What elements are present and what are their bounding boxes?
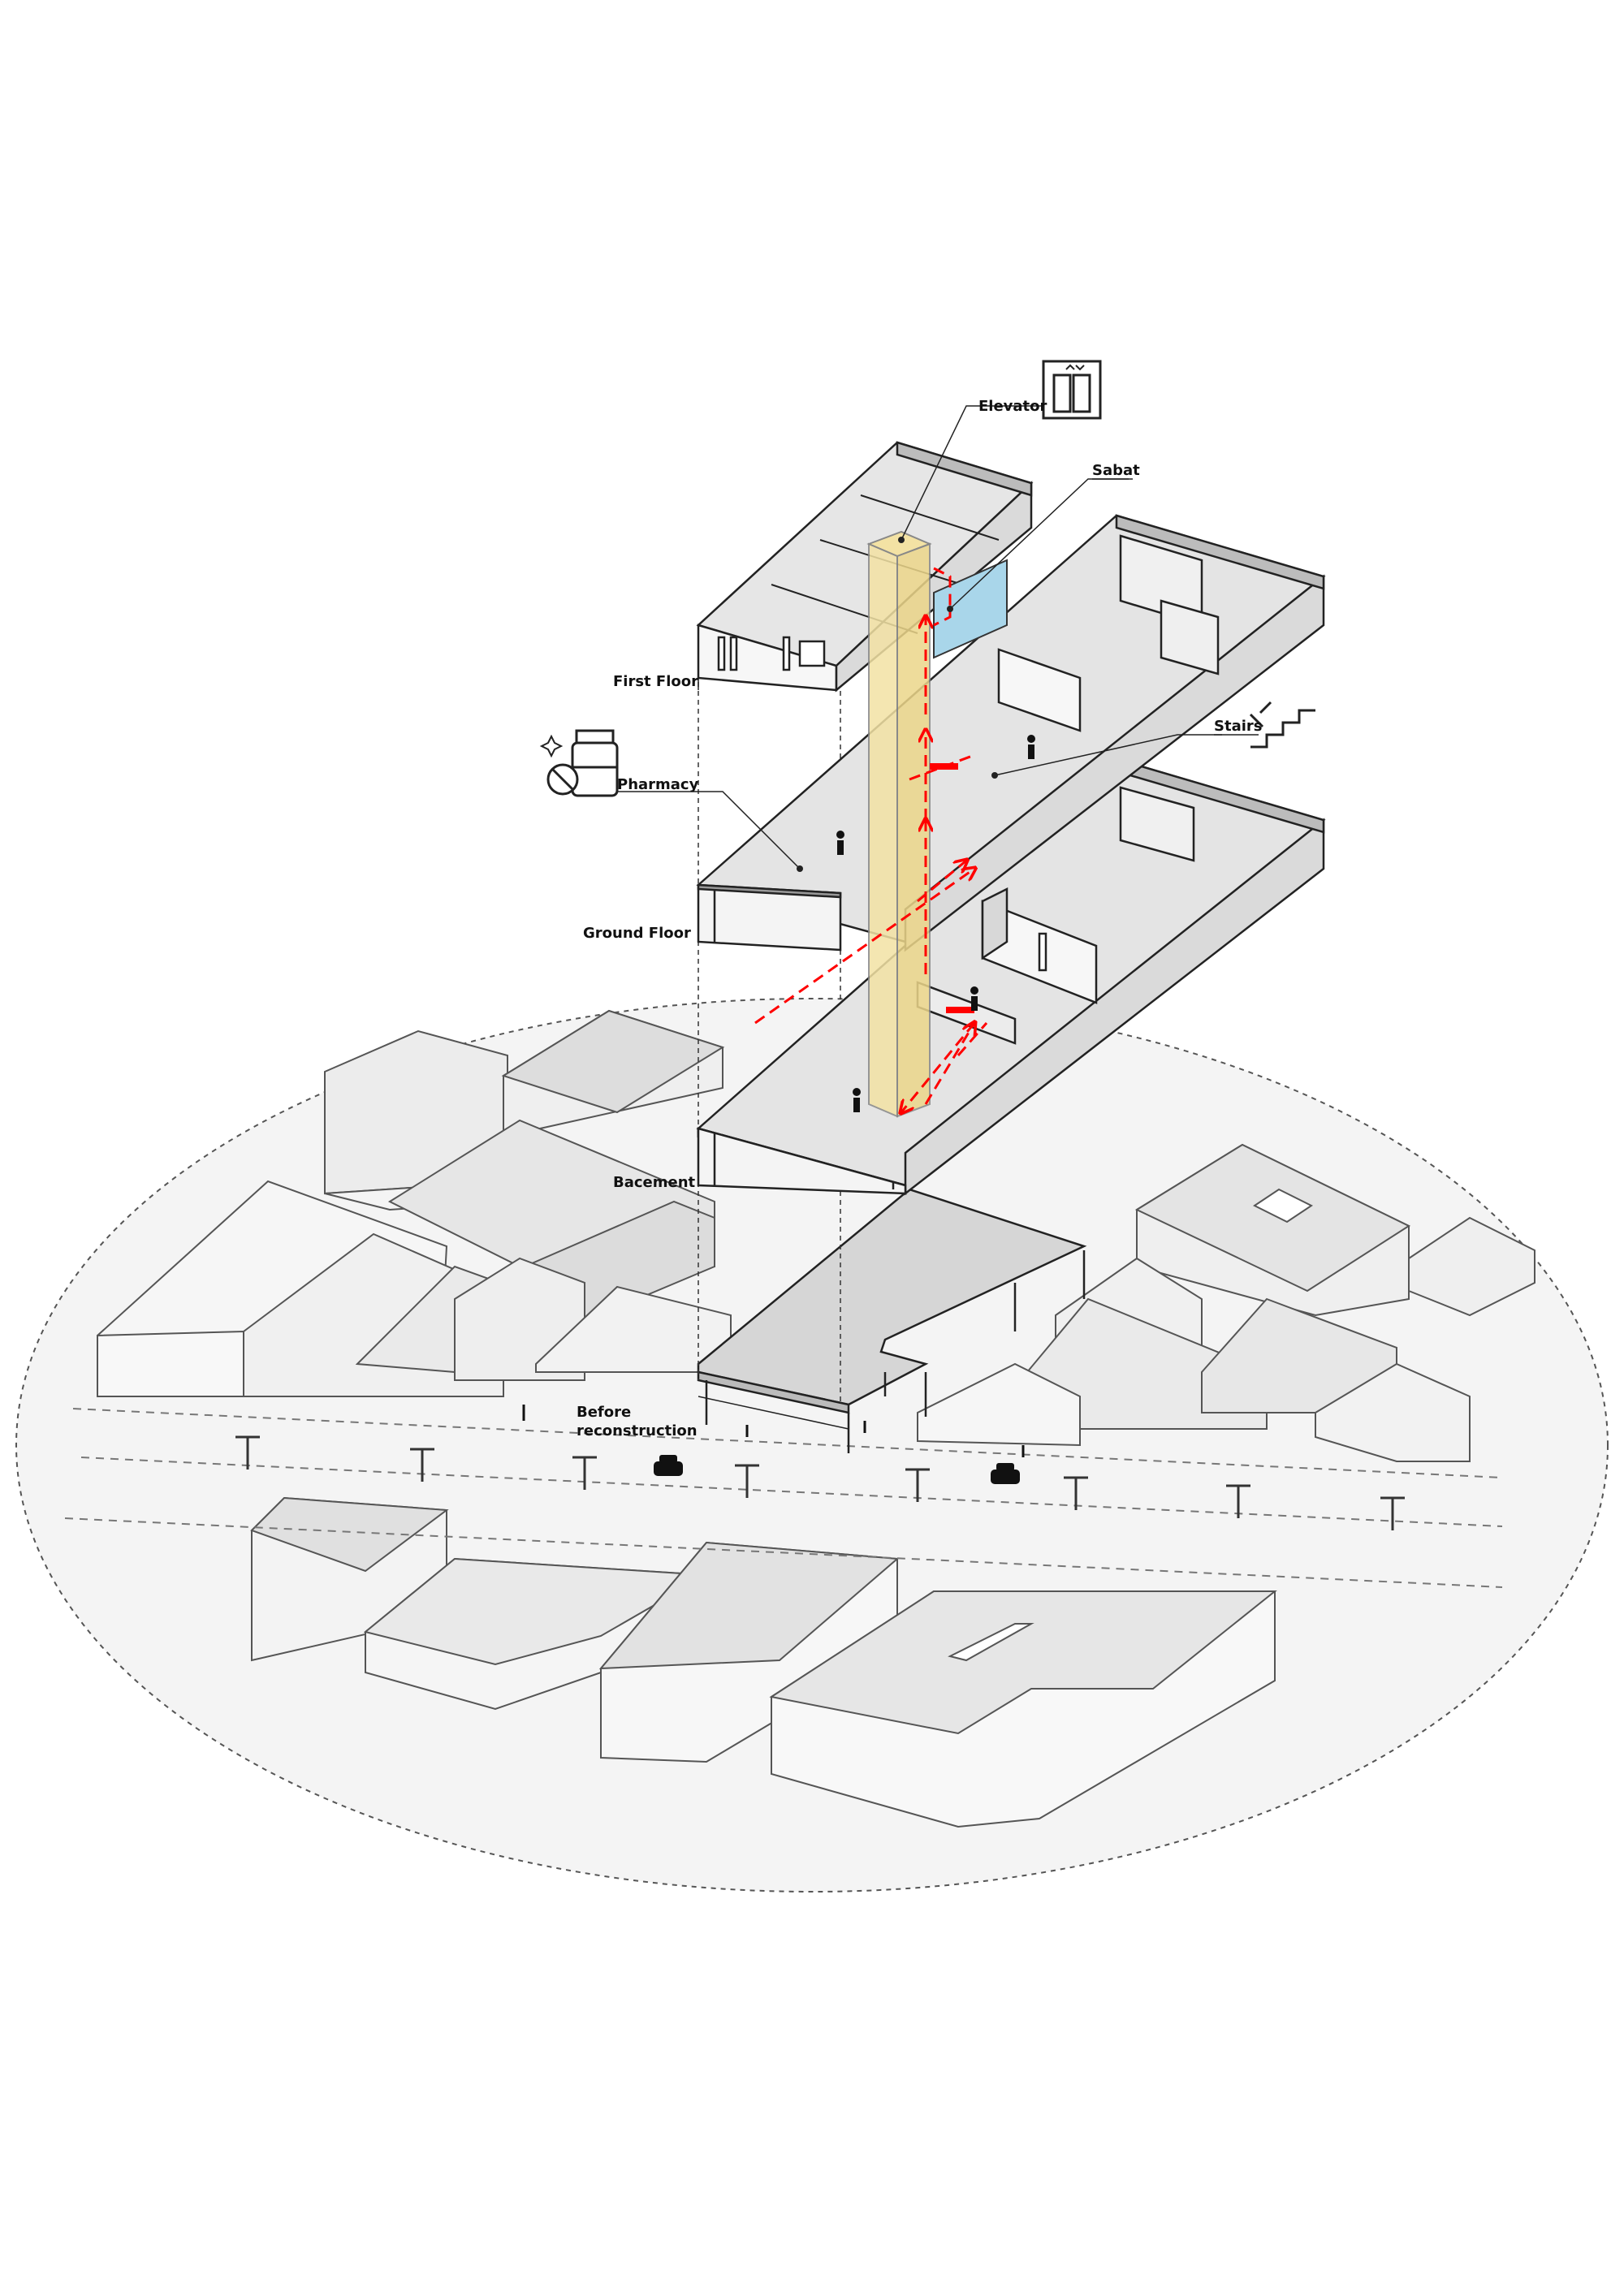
label-pharmacy: Pharmacy [617,776,699,793]
streetlight-icon [735,1464,759,1498]
streetlight-icon [1064,1476,1088,1510]
streetlights [235,1435,1405,1530]
label-sabat: Sabat [1092,462,1140,479]
streetlight-icon [905,1468,930,1502]
context-buildings-front [250,1496,1277,1828]
elevator-icon [1042,360,1102,420]
person-icon [1027,735,1035,759]
stairs-icon [1249,701,1315,749]
label-elevator: Elevator [978,398,1047,415]
person-icon [970,986,978,1011]
cars [654,1455,1020,1484]
car-icon [654,1455,683,1476]
pharmacy-icon [539,729,619,797]
street-lines [64,1408,1503,1588]
elevator-shaft [866,530,932,1118]
streetlight-icon [410,1448,434,1482]
streetlight-icon [1226,1484,1250,1518]
label-before-line1: Before [577,1404,631,1421]
label-basement: Bacement [613,1174,696,1191]
stair-hatch [930,763,974,1013]
context-buildings-back-right [917,1143,1535,1462]
car-icon [991,1463,1020,1484]
basement-floor [696,757,1326,1196]
streetlight-icon [572,1456,597,1490]
label-underlines [1092,478,1259,736]
people [836,735,1035,1112]
label-before-line2: reconstruction [577,1422,698,1439]
sabat-glass-volume [933,559,1008,659]
before-reconstruction-structure [697,1188,1087,1453]
person-icon [836,831,844,855]
streetlight-icon [235,1435,260,1470]
label-ground-floor: Ground Floor [583,925,691,942]
context-buildings-back-left [97,1009,732,1397]
label-stairs: Stairs [1214,718,1262,735]
person-icon [853,1088,861,1112]
circulation-paths [754,567,988,1112]
pedestrian-markers [522,1405,1025,1457]
streetlight-icon [1380,1496,1405,1530]
label-first-floor: First Floor [613,673,698,690]
